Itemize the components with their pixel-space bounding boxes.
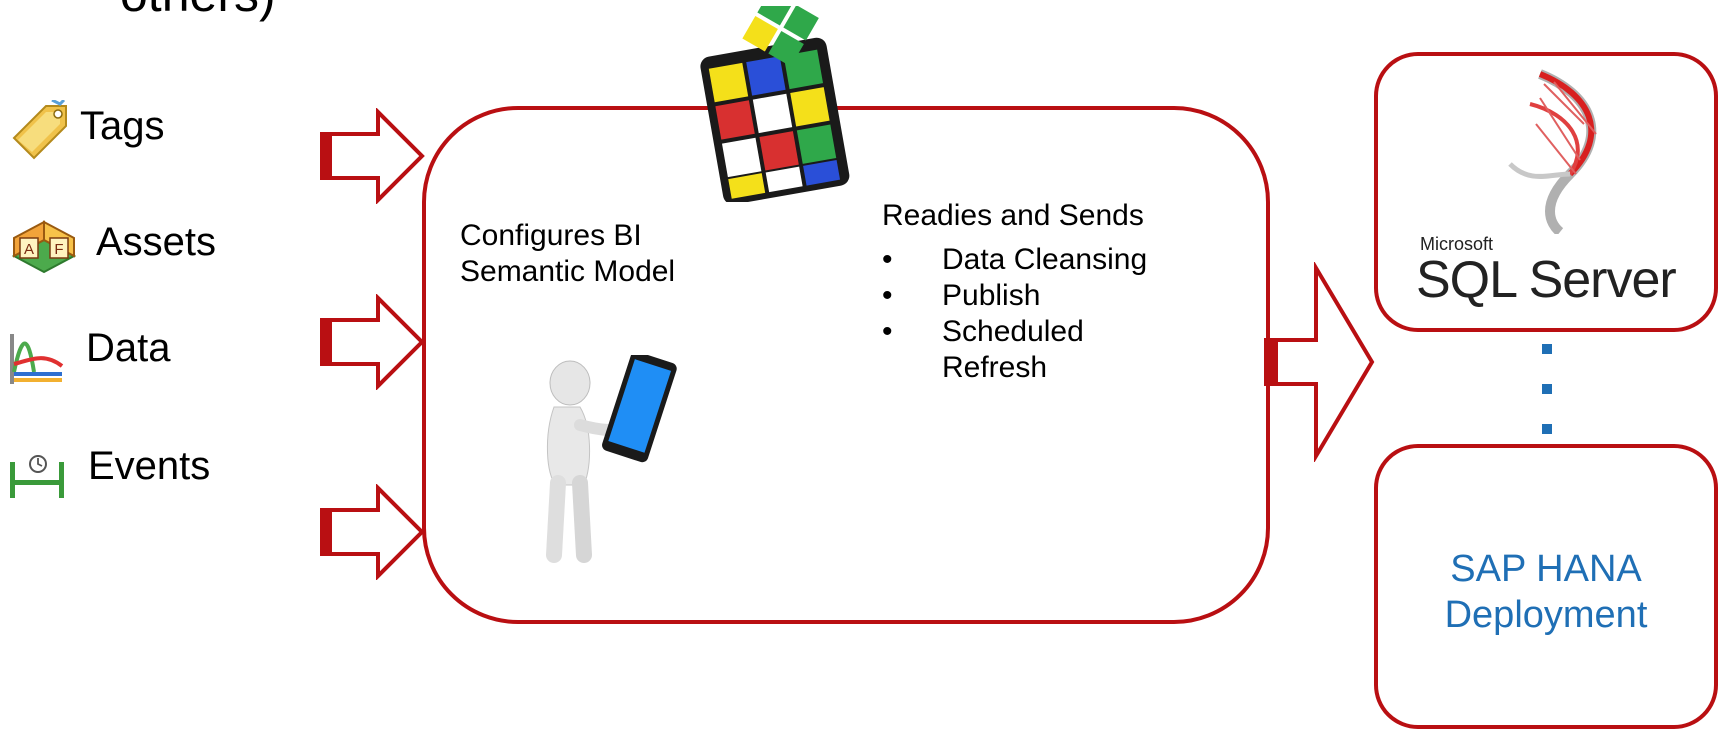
process-step-publish: • Publish [882,278,1147,314]
source-label-data: Data [86,326,171,370]
person-with-tablet-illustration [546,355,677,563]
source-item-data: Data [8,320,208,390]
bullet-marker: • [882,279,893,312]
sql-server-logo-icon [1508,69,1597,234]
configure-text-line2: Semantic Model [460,255,676,288]
heading-fragment: others) [120,0,276,24]
sql-server-microsoft-label: Microsoft [1420,234,1494,254]
svg-text:A: A [24,241,34,258]
connector-dot [1542,384,1552,394]
process-step-scheduled-refresh: • Scheduled Refresh [882,314,1147,386]
configure-text-line1: Configures BI [460,219,642,252]
rubiks-cube-illustration [700,6,850,202]
sap-hana-label-line2: Deployment [1444,594,1648,636]
sql-server-label: SQL Server [1416,251,1677,309]
process-step-list: • Data Cleansing • Publish • Scheduled R… [882,242,1147,386]
step-label-line2: Refresh [942,351,1048,384]
svg-text:F: F [54,241,63,258]
source-label-tags: Tags [80,104,165,148]
readies-title: Readies and Sends [882,199,1144,232]
trend-data-icon [10,334,64,384]
input-arrow-tags [320,108,425,204]
output-arrow [1264,262,1375,462]
step-label: Publish [942,279,1041,312]
af-assets-icon: A F [12,220,76,274]
step-label: Data Cleansing [942,243,1148,276]
sap-hana-label-line1: SAP HANA [1450,548,1642,590]
process-step-data-cleansing: • Data Cleansing [882,242,1147,278]
destination-sap-hana [1374,444,1718,729]
bullet-marker: • [882,315,893,348]
tag-icon [12,100,67,160]
input-arrow-assets [320,294,425,390]
sap-hana-label: SAP HANA Deployment [1374,546,1718,638]
bullet-marker: • [882,243,893,276]
source-label-assets: Assets [96,220,217,264]
source-item-events: Events [8,440,228,510]
configure-text: Configures BI Semantic Model [460,218,675,290]
step-label-line1: Scheduled [942,315,1084,348]
connector-dot [1542,344,1552,354]
source-item-assets: A F Assets [8,212,238,282]
source-item-tags: Tags [8,100,208,170]
source-label-events: Events [88,444,211,488]
event-frame-icon [10,455,64,498]
connector-dot [1542,424,1552,434]
input-arrow-events [320,484,425,580]
destination-sql-server [1374,52,1718,332]
